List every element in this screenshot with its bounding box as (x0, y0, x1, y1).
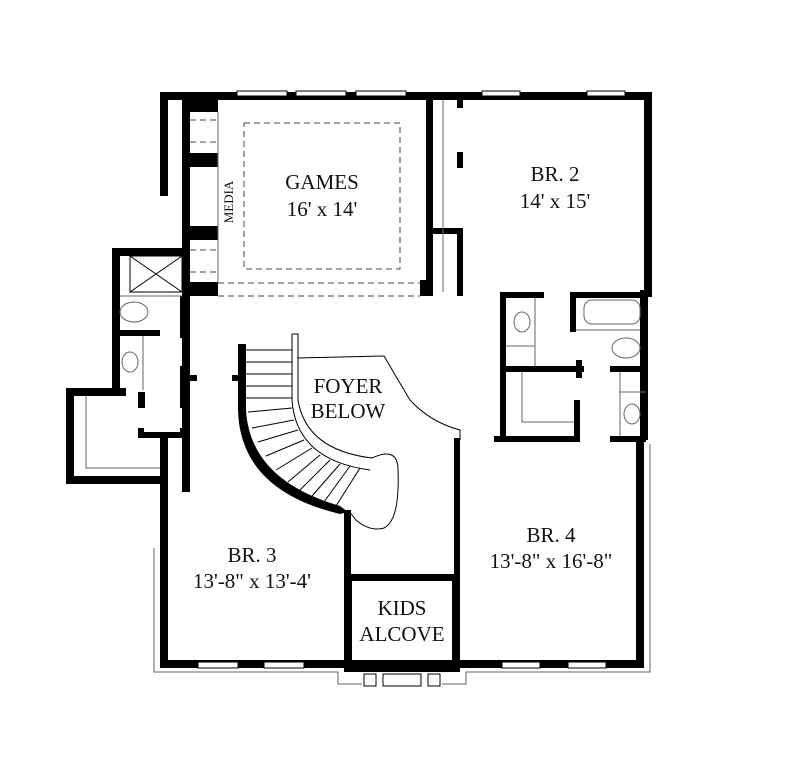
exterior-walls (66, 92, 652, 672)
games-room-size: 16' x 14' (287, 197, 358, 221)
spiral-staircase (238, 333, 461, 530)
media-label: MEDIA (221, 180, 236, 223)
br2-room-name: BR. 2 (530, 162, 579, 186)
interior-walls (120, 100, 648, 581)
br2-room-size: 14' x 15' (520, 189, 591, 213)
br3-room-size: 13'-8" x 13'-4' (193, 569, 311, 593)
games-room-name: GAMES (285, 170, 359, 194)
br4-room-name: BR. 4 (526, 523, 576, 547)
kids-alcove-label: KIDS (377, 596, 426, 620)
kids-alcove-sub-label: ALCOVE (359, 622, 444, 646)
br4-room-size: 13'-8" x 16'-8" (490, 549, 613, 573)
br3-room-name: BR. 3 (227, 543, 276, 567)
foyer-sub-label: BELOW (311, 399, 386, 423)
windows (197, 90, 626, 687)
room-labels: GAMES 16' x 14' MEDIA BR. 2 14' x 15' FO… (193, 162, 612, 646)
foyer-label: FOYER (314, 374, 383, 398)
fixtures (85, 100, 651, 685)
